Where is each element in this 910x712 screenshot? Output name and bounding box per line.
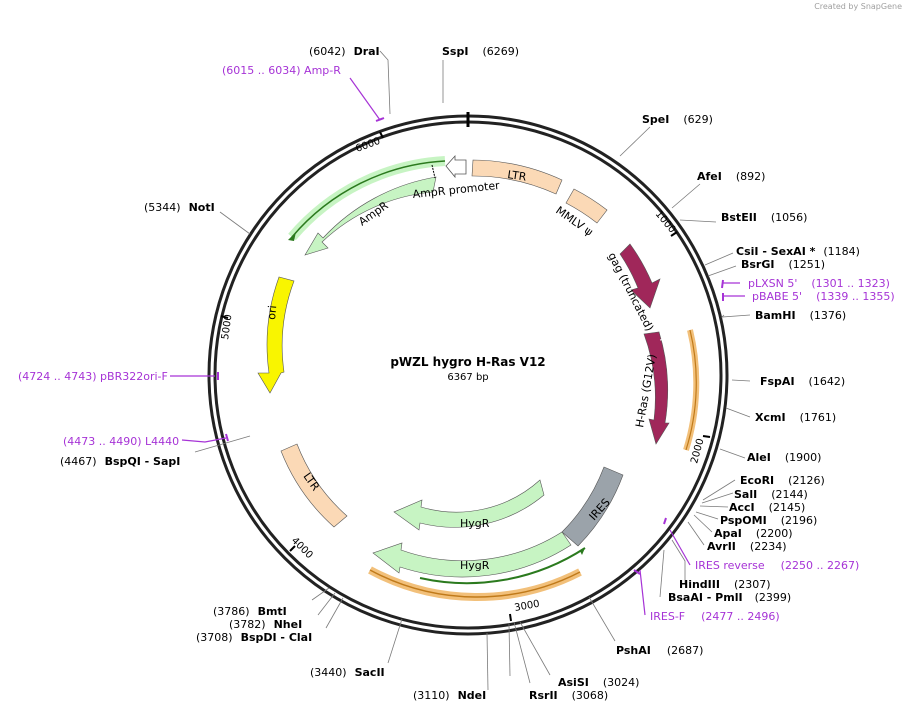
primer-label-ires-f: IRES-F(2477 .. 2496)	[650, 610, 780, 623]
site-label-spei: SpeI(629)	[642, 113, 713, 126]
feature-ltr-bottom[interactable]: LTR	[280, 443, 348, 528]
feature-label-hygr-inner: HygR	[460, 517, 490, 530]
plasmid-length: 6367 bp	[447, 372, 488, 383]
site-label-drai: (6042)DraI	[309, 45, 380, 58]
site-label-afei: AfeI(892)	[697, 170, 765, 183]
site-label-ecori: EcoRI(2126)	[740, 474, 825, 487]
site-label-pspomi: PspOMI(2196)	[720, 514, 817, 527]
site-label-xcmi: XcmI(1761)	[755, 411, 836, 424]
primer-markers	[170, 77, 745, 616]
site-label-bmti: (3786)BmtI	[213, 605, 287, 618]
primer-label-l4440: (4473 .. 4490) L4440	[63, 435, 179, 448]
snapgene-credit: Created by SnapGene	[814, 2, 902, 11]
tick-1000: 1000	[653, 209, 678, 237]
site-label-sspi: SspI(6269)	[442, 45, 519, 58]
feature-mmlv-psi[interactable]: MMLV ψ	[553, 188, 608, 239]
plasmid-name: pWZL hygro H-Ras V12	[390, 355, 545, 369]
site-label-bsaai-pmli: BsaAI - PmlI(2399)	[668, 591, 791, 604]
site-label-noti: (5344)NotI	[144, 201, 215, 214]
site-label-bspdi-clai: (3708)BspDI - ClaI	[196, 631, 312, 644]
tick-label-3000: 3000	[514, 599, 541, 614]
feature-ires[interactable]: IRES	[561, 466, 624, 547]
site-leaders	[194, 50, 751, 691]
feature-label-ori: ori	[265, 305, 279, 320]
tick-3000: 3000	[509, 599, 541, 622]
primer-label-amp-r: (6015 .. 6034) Amp-R	[222, 64, 341, 77]
feature-hygr-inner[interactable]: HygR	[393, 479, 545, 531]
site-label-pshai: PshAI(2687)	[616, 644, 703, 657]
site-label-bamhi: BamHI(1376)	[755, 309, 846, 322]
site-label-hindiii: HindIII(2307)	[679, 578, 771, 591]
site-label-sacii: (3440)SacII	[310, 666, 385, 679]
feature-ltr-top[interactable]: LTR	[471, 159, 563, 195]
feature-hygr-outer[interactable]: HygR	[372, 531, 572, 578]
feature-hygr-annotation	[368, 547, 586, 602]
site-label-bsteii: BstEII(1056)	[721, 211, 807, 224]
site-label-csii-sexai: CsiI - SexAI *(1184)	[736, 245, 860, 258]
site-label-bsrgi: BsrGI(1251)	[741, 258, 825, 271]
feature-label-ltr-top: LTR	[507, 168, 528, 184]
tick-label-6000: 6000	[354, 136, 382, 155]
primer-label-plxsn: pLXSN 5'(1301 .. 1323)	[748, 277, 890, 290]
primer-label-pbabe: pBABE 5'(1339 .. 1355)	[752, 290, 895, 303]
feature-label-hygr-outer: HygR	[460, 559, 490, 572]
site-label-rsrii: RsrII(3068)	[529, 689, 608, 702]
tick-label-2000: 2000	[689, 437, 706, 464]
site-label-acci: AccI(2145)	[729, 501, 805, 514]
feature-gag-truncated[interactable]: gag (truncated)	[605, 243, 661, 333]
tick-5000: 5000	[220, 314, 234, 341]
site-label-sali: SalI(2144)	[734, 488, 808, 501]
site-label-fspai: FspAI(1642)	[760, 375, 845, 388]
feature-ampr-outer	[288, 156, 446, 241]
primer-label-ires-reverse: IRES reverse(2250 .. 2267)	[695, 559, 859, 572]
feature-h-ras-g12v[interactable]: H-Ras (G12V)	[633, 331, 672, 445]
tick-label-5000: 5000	[220, 314, 234, 341]
site-label-ndei: (3110)NdeI	[413, 689, 486, 702]
tick-label-1000: 1000	[653, 209, 678, 236]
site-label-alei: AleI(1900)	[747, 451, 821, 464]
feature-ori[interactable]: ori	[257, 276, 295, 394]
site-label-asisi: AsiSI(3024)	[558, 676, 639, 689]
feature-orange-right	[683, 329, 700, 451]
site-label-bspqi-sapi: (4467)BspQI - SapI	[60, 455, 180, 468]
site-label-apai: ApaI(2200)	[714, 527, 792, 540]
site-label-nhei: (3782)NheI	[229, 618, 302, 631]
primer-label-pbr322ori-f: (4724 .. 4743) pBR322ori-F	[18, 370, 168, 383]
site-label-avrii: AvrII(2234)	[707, 540, 786, 553]
